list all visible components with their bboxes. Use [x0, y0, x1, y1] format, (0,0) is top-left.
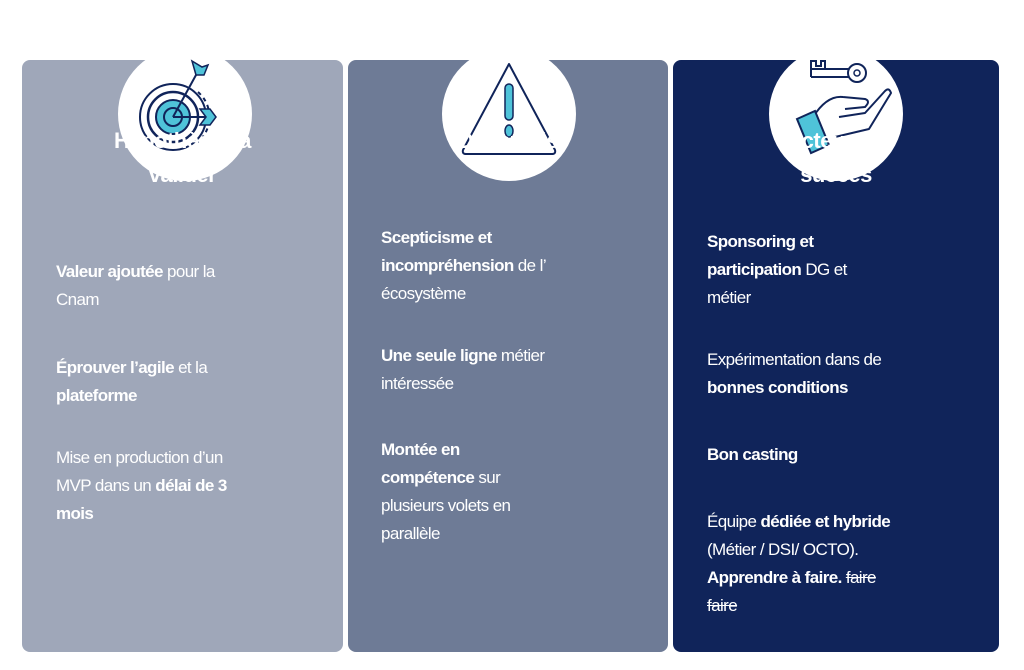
item-text: (Métier / DSI/ OCTO).	[707, 540, 859, 559]
list-item: Montée en compétence sur plusieurs volet…	[381, 436, 651, 548]
title-line: succès	[800, 162, 872, 187]
item-text: Sponsoring et	[707, 232, 814, 251]
panel-difficultes: Difficultés Scepticisme et incompréhensi…	[348, 47, 668, 652]
item-text: MVP dans un	[56, 476, 156, 495]
item-text: de l’	[513, 256, 547, 275]
item-text: Équipe	[707, 512, 761, 531]
warning-icon	[461, 63, 557, 155]
hand-key-icon	[795, 60, 892, 155]
item-text: Cnam	[56, 290, 100, 309]
item-text: Mise en production d’un	[56, 448, 223, 467]
title-line: Facteurs de	[777, 128, 896, 153]
item-text: faire	[845, 568, 877, 587]
item-text: Bon casting	[707, 445, 798, 464]
item-text: participation	[707, 260, 802, 279]
item-text: plateforme	[56, 386, 138, 405]
item-text: Montée en	[381, 440, 460, 459]
item-text: compétence	[381, 468, 475, 487]
item-text: écosystème	[381, 284, 466, 303]
item-text: intéressée	[381, 374, 454, 393]
item-text: Expérimentation dans de	[707, 350, 882, 369]
panel-title: Difficultés	[348, 124, 668, 158]
item-text: pour la	[162, 262, 215, 281]
item-text: métier	[496, 346, 545, 365]
title-line: valider	[148, 162, 217, 187]
item-text: métier	[707, 288, 751, 307]
list-item: Sponsoring et participation DG et métier	[707, 228, 977, 312]
item-text: et la	[173, 358, 208, 377]
item-text: bonnes conditions	[707, 378, 849, 397]
list-item: Éprouver l’agile et la plateforme	[56, 354, 316, 410]
panel-facteurs-succes: Facteurs de succès Sponsoring et partici…	[673, 47, 999, 652]
item-text: Apprendre à faire.	[707, 568, 842, 587]
panel-hypotheses: Hypothèses à valider Valeur ajoutée pour…	[22, 47, 343, 652]
icon-circle	[769, 47, 903, 181]
item-text: Une seule ligne	[381, 346, 497, 365]
item-text: Éprouver l’agile	[56, 358, 175, 377]
item-text: délai de 3	[155, 476, 227, 495]
item-text: DG et	[801, 260, 847, 279]
item-text: Valeur ajoutée	[56, 262, 163, 281]
item-text: mois	[56, 504, 94, 523]
item-text: sur	[474, 468, 501, 487]
title-line: Difficultés	[457, 128, 559, 153]
item-text: faire	[707, 596, 738, 615]
panel-title: Facteurs de succès	[673, 124, 999, 192]
title-line: Hypothèses à	[113, 128, 252, 153]
panel-title: Hypothèses à valider	[22, 124, 343, 192]
icon-circle	[442, 47, 576, 181]
list-item: Scepticisme et incompréhension de l’ éco…	[381, 224, 651, 308]
list-item: Mise en production d’un MVP dans un déla…	[56, 444, 326, 528]
list-item: Expérimentation dans de bonnes condition…	[707, 346, 977, 402]
item-text: plusieurs volets en	[381, 496, 511, 515]
list-item: Une seule ligne métier intéressée	[381, 342, 651, 398]
item-text: incompréhension	[381, 256, 514, 275]
list-item: Équipe dédiée et hybride (Métier / DSI/ …	[707, 508, 987, 620]
item-text: parallèle	[381, 524, 440, 543]
item-text: dédiée et hybride	[760, 512, 891, 531]
target-icon	[139, 59, 217, 151]
list-item: Valeur ajoutée pour la Cnam	[56, 258, 316, 314]
item-text: Scepticisme et	[381, 228, 492, 247]
icon-circle	[118, 47, 252, 181]
list-item: Bon casting	[707, 441, 977, 469]
